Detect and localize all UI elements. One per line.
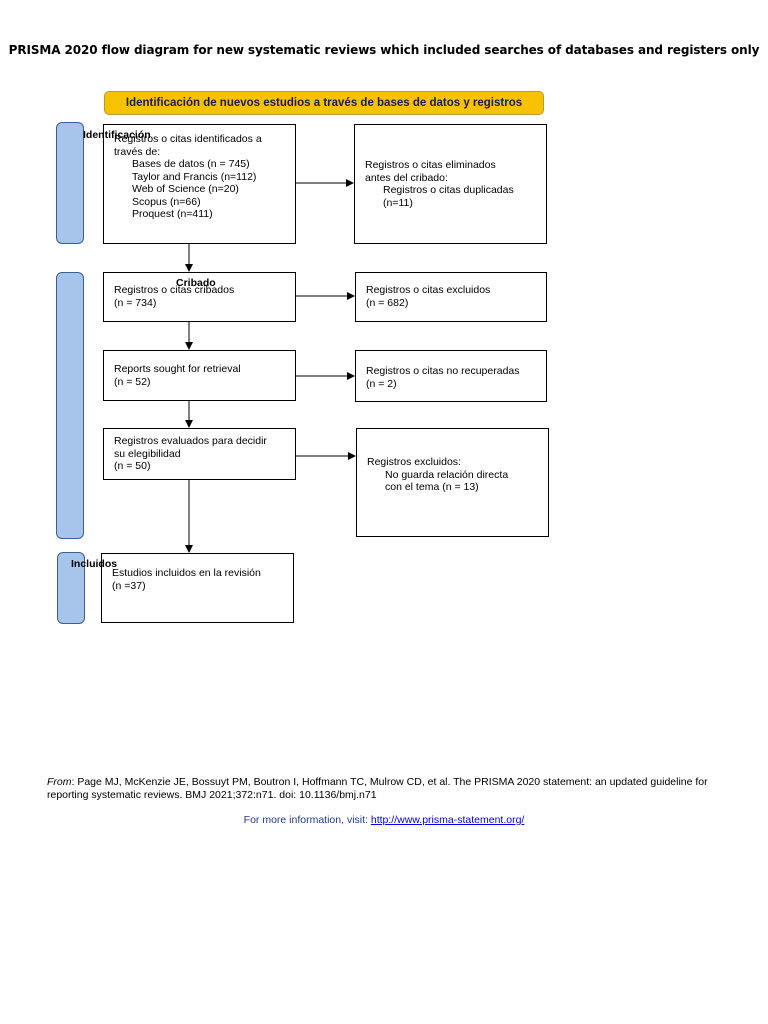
source-item: Bases de datos (n = 745) (132, 158, 250, 170)
records-screened-line1: Registros o citas cribados (114, 284, 235, 296)
citation-footer: From: Page MJ, McKenzie JE, Bossuyt PM, … (47, 776, 737, 802)
studies-included-line1: Estudios incluidos en la revisión (112, 567, 261, 579)
excluded-eligibility-line2: No guarda relación directa (385, 468, 509, 481)
eligibility-line1: Registros evaluados para decidir (114, 435, 267, 447)
records-excluded-line1: Registros o citas excluidos (366, 284, 491, 296)
records-screened-line2: (n = 734) (114, 296, 157, 309)
reports-retrieval-box: Reports sought for retrieval (n = 52) (103, 350, 296, 401)
excluded-eligibility-line1: Registros excluidos: (367, 456, 461, 468)
eligibility-line3: (n = 50) (114, 460, 151, 472)
studies-included-line2: (n =37) (112, 579, 146, 592)
records-excluded-line2: (n = 682) (366, 296, 409, 309)
source-item: Proquest (n=411) (132, 208, 213, 220)
prisma-website-link[interactable]: http://www.prisma-statement.org/ (370, 814, 525, 826)
records-excluded-box: Registros o citas excluidos (n = 682) (355, 272, 547, 322)
records-removed-line2: antes del cribado: (365, 171, 448, 184)
records-identified-box: Registros o citas identificados a través… (103, 124, 296, 244)
excluded-eligibility-line3: con el tema (n = 13) (385, 481, 479, 493)
stage-label-identification: Identificación (83, 129, 151, 141)
excluded-eligibility-box: Registros excluidos: No guarda relación … (356, 428, 549, 537)
not-retrieved-line2: (n = 2) (366, 377, 397, 390)
not-retrieved-line1: Registros o citas no recuperadas (366, 365, 520, 377)
citation-text: : Page MJ, McKenzie JE, Bossuyt PM, Bout… (47, 776, 708, 801)
eligibility-box: Registros evaluados para decidir su eleg… (103, 428, 296, 480)
diagram-title: PRISMA 2020 flow diagram for new systema… (8, 43, 760, 57)
citation-from-label: From (47, 776, 72, 788)
records-screened-box: Registros o citas cribados (n = 734) (103, 272, 296, 322)
more-info-line: For more information, visit: http://www.… (0, 814, 768, 826)
more-info-text: For more information, visit: (243, 814, 371, 826)
source-item: Taylor and Francis (n=112) (132, 170, 257, 183)
studies-included-box: Estudios incluidos en la revisión (n =37… (101, 553, 294, 623)
records-identified-line2: través de: (114, 145, 161, 158)
source-item: Web of Science (n=20) (132, 183, 239, 195)
stage-label-screening: Cribado (176, 277, 216, 289)
records-removed-line1: Registros o citas eliminados (365, 159, 496, 171)
records-identified-line1: Registros o citas identificados a (114, 133, 262, 145)
not-retrieved-box: Registros o citas no recuperadas (n = 2) (355, 350, 547, 402)
included-stage-bar (57, 552, 85, 624)
source-item: Scopus (n=66) (132, 195, 201, 208)
identification-stage-bar (56, 122, 84, 244)
screening-stage-bar (56, 272, 84, 539)
eligibility-line2: su elegibilidad (114, 447, 181, 460)
records-removed-line3: Registros o citas duplicadas (383, 184, 514, 196)
identification-banner: Identificación de nuevos estudios a trav… (104, 91, 544, 115)
records-removed-box: Registros o citas eliminados antes del c… (354, 124, 547, 244)
stage-label-included: Incluidos (71, 558, 118, 570)
reports-retrieval-line1: Reports sought for retrieval (114, 363, 241, 375)
reports-retrieval-line2: (n = 52) (114, 375, 151, 388)
records-removed-line4: (n=11) (383, 196, 413, 209)
